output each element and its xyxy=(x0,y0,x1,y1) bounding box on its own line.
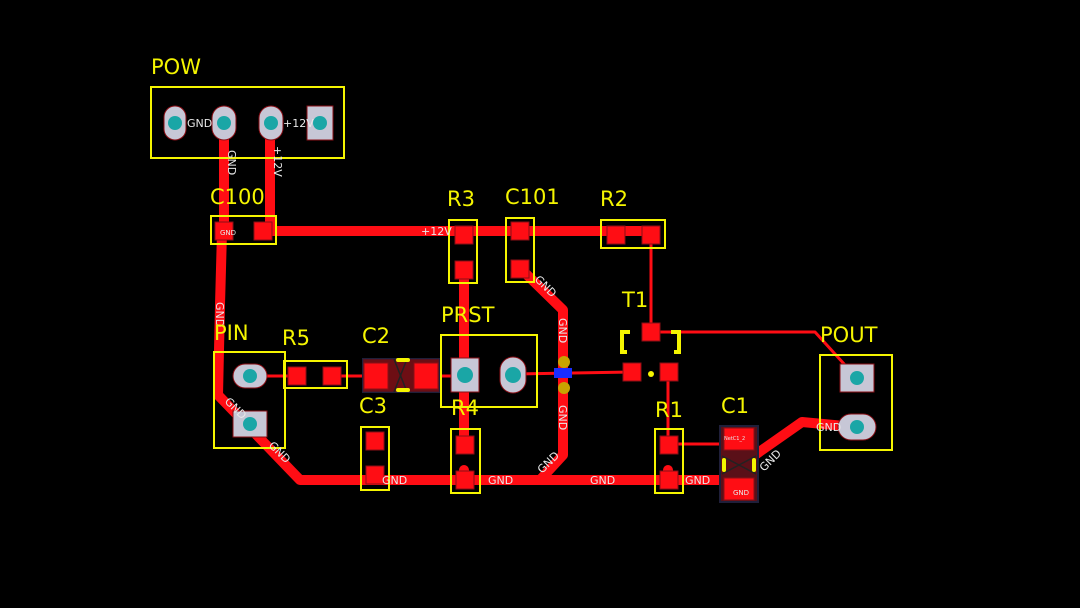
designator-c101[interactable]: C101 xyxy=(505,185,560,209)
net-12v-rail-label: +12V xyxy=(421,225,452,238)
r2-pad-2[interactable] xyxy=(641,225,661,245)
net-gnd-c3: GND xyxy=(382,474,407,487)
c101-outline xyxy=(505,217,535,283)
via-upper[interactable] xyxy=(558,356,570,368)
r3-pad-2[interactable] xyxy=(454,260,474,280)
t1-pad-collector[interactable] xyxy=(641,322,661,342)
t1-bracket-right xyxy=(671,330,681,354)
designator-c3[interactable]: C3 xyxy=(359,394,387,418)
r4-pad-2[interactable] xyxy=(455,470,475,490)
c3-pad-1[interactable] xyxy=(365,431,385,451)
designator-pow[interactable]: POW xyxy=(151,55,201,79)
copper-tracks xyxy=(213,117,860,485)
t1-pad-base[interactable] xyxy=(622,362,642,382)
pin-outline xyxy=(213,351,286,449)
via-gnd xyxy=(554,356,572,394)
r2-pad-1[interactable] xyxy=(606,225,626,245)
designator-r5[interactable]: R5 xyxy=(282,326,310,350)
smd-pads xyxy=(214,221,755,501)
c2-pad-1[interactable] xyxy=(363,362,389,390)
net-gnd-c101-vertical: GND xyxy=(556,318,569,343)
designator-pout[interactable]: POUT xyxy=(820,323,878,347)
r1-pad-1[interactable] xyxy=(659,435,679,455)
designator-r1[interactable]: R1 xyxy=(655,398,683,422)
r4-pad-1[interactable] xyxy=(455,435,475,455)
net-gnd-pout: GND xyxy=(816,421,841,434)
c101-pad-2[interactable] xyxy=(510,259,530,279)
net-labels: GND +12V GND +12V GND +12V GND GND GND G… xyxy=(187,117,841,497)
pow-outline xyxy=(150,86,345,159)
c101-pad-1[interactable] xyxy=(510,221,530,241)
net-12v-vertical-pow: +12V xyxy=(271,146,284,177)
via-lower[interactable] xyxy=(558,382,570,394)
r1-pad-2[interactable] xyxy=(659,470,679,490)
net-gnd-pow: GND xyxy=(187,117,212,130)
t1-pin1-dot xyxy=(648,371,654,377)
r5-pad-1[interactable] xyxy=(287,366,307,386)
r2-outline xyxy=(600,219,666,249)
r3-outline xyxy=(448,219,478,284)
net-gnd-vertical-pow: GND xyxy=(225,150,238,175)
c2-pad-2[interactable] xyxy=(413,362,439,390)
designator-t1[interactable]: T1 xyxy=(621,288,648,312)
designator-c100[interactable]: C100 xyxy=(210,185,265,209)
r4-outline xyxy=(450,428,481,494)
r3-pad-1[interactable] xyxy=(454,225,474,245)
c100-pad-1[interactable] xyxy=(214,221,234,241)
t1-pad-emitter[interactable] xyxy=(659,362,679,382)
r5-pad-2[interactable] xyxy=(322,366,342,386)
silkscreen-outlines xyxy=(150,86,893,494)
prst-outline xyxy=(440,334,538,408)
designator-c2[interactable]: C2 xyxy=(362,324,390,348)
designator-c1[interactable]: C1 xyxy=(721,394,749,418)
pout-outline xyxy=(819,354,893,451)
c100-outline xyxy=(210,215,277,245)
designator-prst[interactable]: PRST xyxy=(441,303,495,327)
designator-r4[interactable]: R4 xyxy=(451,396,479,420)
designator-r2[interactable]: R2 xyxy=(600,187,628,211)
net-gnd-via-vertical: GND xyxy=(556,405,569,430)
reference-designators: POW C100 R3 C101 R2 T1 PIN R5 C2 PRST PO… xyxy=(151,55,878,422)
net-gnd-c1-pad: GND xyxy=(733,489,749,497)
r5-outline xyxy=(283,360,348,389)
designator-pin[interactable]: PIN xyxy=(214,321,249,345)
c3-outline xyxy=(360,426,390,491)
c100-pad-2[interactable] xyxy=(253,221,273,241)
through-hole-pads xyxy=(163,105,877,441)
c1-pad-1[interactable] xyxy=(723,427,755,451)
trace-prst-to-t1-base[interactable] xyxy=(512,370,634,376)
net-12v-pow: +12V xyxy=(283,117,314,130)
net-netc1-2-c1: NetC1_2 xyxy=(724,436,745,442)
net-gnd-bottom-2: GND xyxy=(590,474,615,487)
net-gnd-left-vertical: GND xyxy=(213,302,226,327)
track-gnd-left-loop[interactable] xyxy=(213,227,750,485)
trace-t1-to-pout[interactable] xyxy=(658,330,857,378)
via-bottom-trace xyxy=(554,368,572,378)
net-gnd-r1: GND xyxy=(685,474,710,487)
designator-r3[interactable]: R3 xyxy=(447,187,475,211)
net-gnd-c100: GND xyxy=(220,229,236,237)
c3-pad-2[interactable] xyxy=(365,465,385,485)
t1-bracket-left xyxy=(620,330,630,354)
r1-outline xyxy=(654,428,684,494)
net-gnd-bottom-1: GND xyxy=(488,474,513,487)
c1-pad-2[interactable] xyxy=(723,477,755,501)
